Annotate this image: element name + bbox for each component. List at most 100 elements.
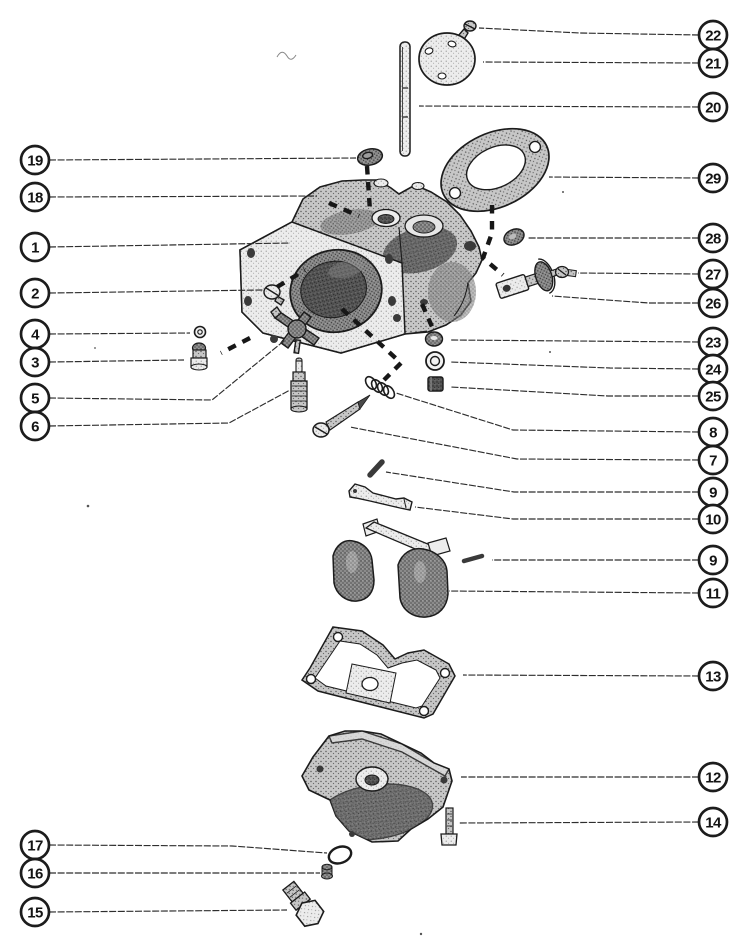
callout-circle-14 xyxy=(697,806,729,838)
venturi-openings xyxy=(371,208,444,238)
callout-7: 7 xyxy=(697,444,729,476)
part-5-throttle-cam xyxy=(270,305,320,355)
leader-line-14 xyxy=(458,821,700,824)
callout-13: 13 xyxy=(697,660,729,692)
callout-27: 27 xyxy=(697,258,729,290)
callout-circle-12 xyxy=(697,761,729,793)
part-9-pin-upper xyxy=(367,459,385,478)
part-11-float xyxy=(332,518,451,618)
callout-number-22: 22 xyxy=(705,27,721,44)
leader-line-23 xyxy=(449,339,700,343)
callout-15: 15 xyxy=(19,896,51,928)
leader-line-13 xyxy=(462,674,700,677)
dash-18 xyxy=(328,200,360,219)
callout-5: 5 xyxy=(19,382,51,414)
callout-24: 24 xyxy=(697,353,729,385)
callout-number-7: 7 xyxy=(709,452,717,469)
callout-20: 20 xyxy=(697,91,729,123)
callout-10: 10 xyxy=(697,503,729,535)
callout-6: 6 xyxy=(19,410,51,442)
callout-19: 19 xyxy=(19,144,51,176)
callout-number-14: 14 xyxy=(705,814,722,831)
callout-circle-21 xyxy=(697,47,729,79)
part-3-plug xyxy=(190,342,208,371)
callout-number-20: 20 xyxy=(705,99,721,116)
leader-line-29 xyxy=(548,176,700,179)
callout-9: 9 xyxy=(697,476,729,508)
leader-line-9 xyxy=(385,471,699,493)
callout-number-15: 15 xyxy=(27,904,43,921)
callout-22: 22 xyxy=(697,19,729,51)
part-6-needle-valve xyxy=(290,357,308,413)
part-23-packing-ring xyxy=(424,331,444,347)
callout-11: 11 xyxy=(697,577,729,609)
callout-18: 18 xyxy=(19,181,51,213)
callout-number-25: 25 xyxy=(705,388,721,405)
callout-circle-13 xyxy=(697,660,729,692)
part-26-throttle-shaft xyxy=(495,258,564,299)
callout-number-10: 10 xyxy=(705,511,721,528)
callout-4: 4 xyxy=(19,318,51,350)
callout-circle-10 xyxy=(697,503,729,535)
callout-29: 29 xyxy=(697,162,729,194)
callout-number-2: 2 xyxy=(31,285,39,302)
callout-circle-9 xyxy=(697,544,729,576)
callout-number-9: 9 xyxy=(709,484,717,501)
callout-number-9: 9 xyxy=(709,552,717,569)
callout-26: 26 xyxy=(697,287,729,319)
part-9-pin-lower xyxy=(461,553,485,564)
callout-number-16: 16 xyxy=(27,865,43,882)
part-25-packing-nut xyxy=(427,376,444,392)
callout-circle-11 xyxy=(697,577,729,609)
part-2-body-screw xyxy=(263,284,285,306)
leader-line-2 xyxy=(48,289,264,294)
callout-number-11: 11 xyxy=(706,585,721,602)
callout-23: 23 xyxy=(697,326,729,358)
callout-number-27: 27 xyxy=(705,266,721,283)
part-4-washer xyxy=(193,325,207,339)
callouts: 1918124356171615222120292827262324258791… xyxy=(19,19,729,928)
callout-number-8: 8 xyxy=(709,424,717,441)
leader-line-20 xyxy=(418,105,700,108)
part-7-mixture-needle xyxy=(312,394,371,438)
callout-circle-25 xyxy=(697,380,729,412)
part-17-o-ring xyxy=(327,845,353,865)
part-8-spring xyxy=(364,375,396,400)
callout-number-29: 29 xyxy=(705,170,721,187)
part-28-plug-seal xyxy=(503,228,525,246)
leader-line-11 xyxy=(448,590,700,594)
callout-number-3: 3 xyxy=(31,354,39,371)
callout-circle-6 xyxy=(19,410,51,442)
callout-number-17: 17 xyxy=(27,837,43,854)
part-13-bowl-gasket xyxy=(300,626,456,719)
callout-8: 8 xyxy=(697,416,729,448)
leader-line-21 xyxy=(482,61,700,64)
part-21-cover-plate xyxy=(418,32,476,86)
part-16-plug xyxy=(321,863,333,880)
callout-circle-2 xyxy=(19,277,51,309)
dash-idle-plug xyxy=(219,336,252,355)
callout-25: 25 xyxy=(697,380,729,412)
callout-circle-19 xyxy=(19,144,51,176)
leader-line-19 xyxy=(48,157,357,161)
callout-number-21: 21 xyxy=(705,55,721,72)
callout-number-4: 4 xyxy=(31,326,40,343)
leader-line-26 xyxy=(551,295,699,304)
callout-circle-18 xyxy=(19,181,51,213)
leader-line-3 xyxy=(48,359,185,363)
dash-2 xyxy=(275,268,307,289)
throttle-bore xyxy=(289,248,383,334)
callout-circle-16 xyxy=(19,857,51,889)
scan-artifacts xyxy=(86,51,564,936)
callout-16: 16 xyxy=(19,857,51,889)
part-29-mounting-gasket xyxy=(440,127,550,213)
callout-circle-1 xyxy=(19,231,51,263)
callout-number-26: 26 xyxy=(705,295,721,312)
callout-number-13: 13 xyxy=(705,668,721,685)
leader-line-5 xyxy=(48,339,286,401)
leader-lines xyxy=(48,27,700,913)
part-10-float-lever xyxy=(348,483,413,511)
leader-line-27 xyxy=(577,272,700,275)
callout-circle-15 xyxy=(19,896,51,928)
